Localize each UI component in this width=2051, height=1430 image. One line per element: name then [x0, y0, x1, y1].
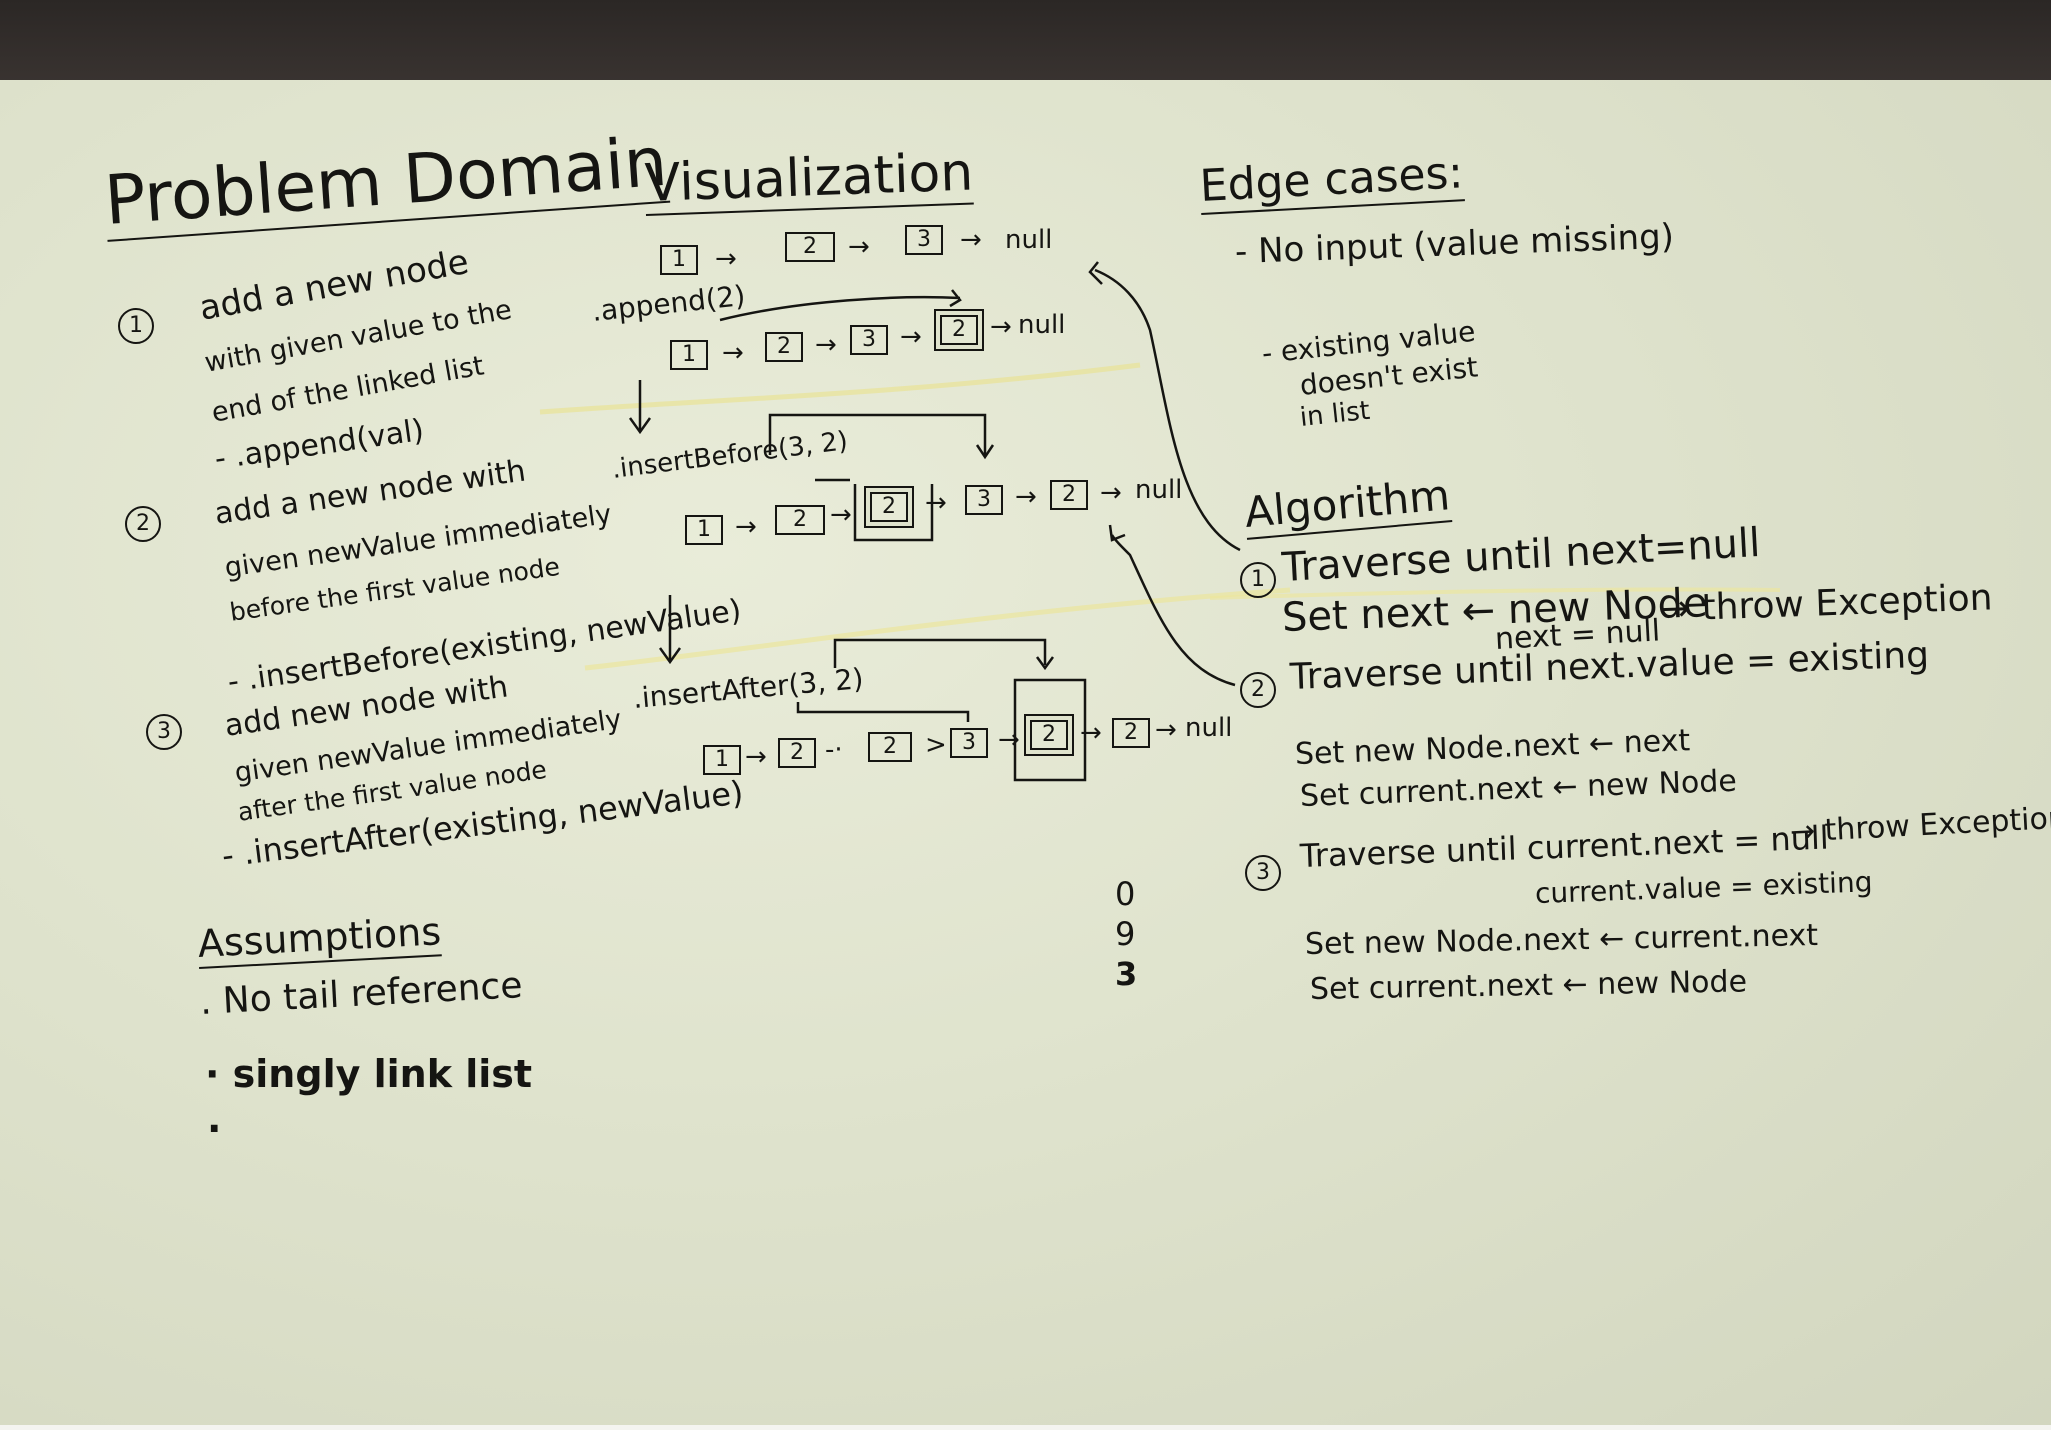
append-arrow-3: →: [900, 322, 922, 352]
insert-after-arrow-2: -·: [825, 735, 843, 765]
algorithm-step-3-line-4: Set current.next ← new Node: [1309, 964, 1748, 1007]
insert-after-node-2: 2: [778, 738, 816, 768]
insert-after-new-node: 2: [1030, 720, 1068, 750]
append-node-1: 1: [670, 340, 708, 370]
insert-before-arrow-3: →: [925, 488, 947, 518]
whiteboard-bottom-edge: [0, 1425, 2051, 1430]
base-arrow-1: →: [715, 244, 737, 274]
append-null-label: null: [1018, 310, 1066, 340]
insert-after-arrow-1: →: [745, 742, 767, 772]
algorithm-step-number-3: 3: [1245, 855, 1281, 891]
base-null-label: null: [1005, 225, 1053, 255]
margin-number-1: 0: [1115, 875, 1136, 913]
algorithm-step-3-line-3: Set new Node.next ← current.next: [1304, 918, 1819, 962]
insert-after-node-5: 2: [1112, 718, 1150, 748]
append-arrow-4: →: [990, 312, 1012, 342]
insert-before-new-node: 2: [870, 492, 908, 522]
insert-after-node-4: 3: [950, 728, 988, 758]
insert-after-arrow-3: >: [925, 730, 947, 760]
assumption-item-3: .: [207, 1097, 222, 1141]
insert-before-node-3: 3: [965, 485, 1003, 515]
insert-before-arrow-1: →: [735, 512, 757, 542]
insert-after-arrow-6: →: [1155, 715, 1177, 745]
margin-number-2: 9: [1115, 915, 1136, 953]
base-node-1: 1: [660, 245, 698, 275]
append-node-2: 2: [765, 332, 803, 362]
whiteboard-frame: [0, 0, 2051, 88]
base-arrow-2: →: [848, 232, 870, 262]
problem-item-number-2: 2: [125, 506, 161, 542]
insert-before-null-label: null: [1135, 475, 1183, 505]
base-arrow-3: →: [960, 225, 982, 255]
algorithm-step-number-2: 2: [1240, 672, 1276, 708]
insert-after-node-3: 2: [868, 732, 912, 762]
insert-before-arrow-2: →: [830, 500, 852, 530]
base-node-3: 3: [905, 225, 943, 255]
base-node-2: 2: [785, 232, 835, 262]
whiteboard-surface: [0, 80, 2051, 1430]
insert-before-node-4: 2: [1050, 480, 1088, 510]
margin-number-3: 3: [1115, 955, 1138, 993]
insert-after-node-1: 1: [703, 745, 741, 775]
insert-before-node-1: 1: [685, 515, 723, 545]
algorithm-step-number-1: 1: [1240, 562, 1276, 598]
append-arrow-1: →: [722, 338, 744, 368]
append-arrow-2: →: [815, 330, 837, 360]
append-node-3: 3: [850, 325, 888, 355]
insert-before-node-2: 2: [775, 505, 825, 535]
problem-item-number-3: 3: [146, 714, 182, 750]
insert-before-arrow-5: →: [1100, 478, 1122, 508]
problem-item-number-1: 1: [118, 308, 154, 344]
assumption-item-2: · singly link list: [205, 1052, 533, 1096]
insert-after-null-label: null: [1185, 713, 1233, 743]
insert-before-arrow-4: →: [1015, 482, 1037, 512]
append-new-node: 2: [940, 315, 978, 345]
edge-case-item-4: in list: [1298, 395, 1372, 433]
